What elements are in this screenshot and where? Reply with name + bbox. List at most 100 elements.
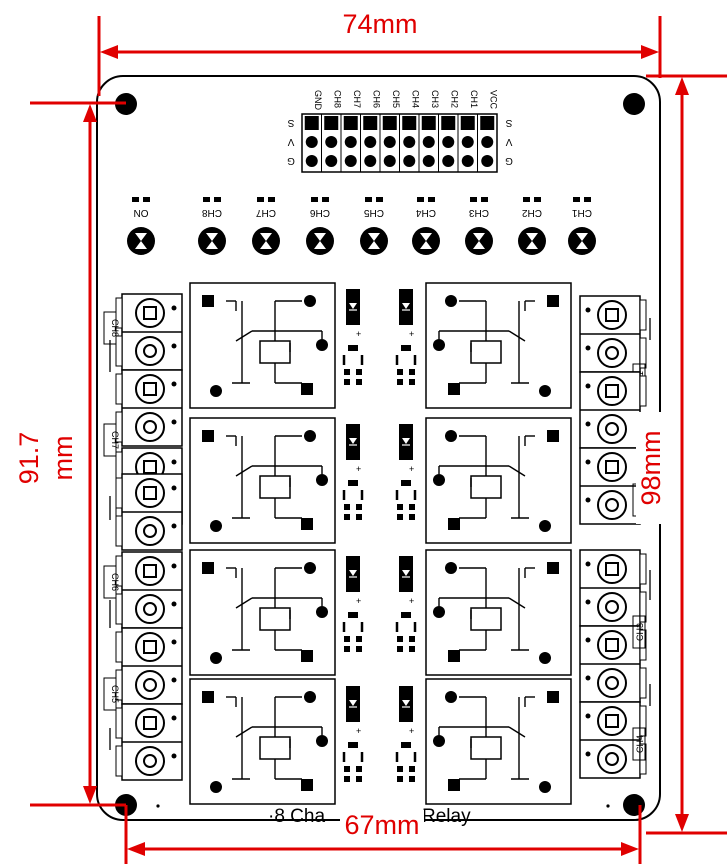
relay (425, 549, 572, 676)
dot-marker (606, 804, 610, 808)
dimension-left-unit: mm (48, 436, 78, 481)
terminal-block: CH3 (579, 615, 647, 703)
svg-text:+: + (409, 464, 414, 474)
header-pin-g (325, 155, 338, 167)
header-pin-label: CH8 (332, 90, 342, 108)
header-row-label-left-s: S (287, 117, 294, 128)
dimension-right-label-group: 98mm (636, 412, 666, 524)
led-label: CH5 (364, 207, 384, 218)
svg-text:+: + (356, 464, 361, 474)
driver-components: + + + + + + + + (342, 289, 417, 782)
mounting-hole-bottom-right (623, 794, 645, 816)
header-pin-label: VCC (488, 90, 498, 110)
header-pin-label: CH7 (352, 90, 362, 108)
header-row-label-left-g: G (287, 155, 295, 166)
header-pin-label: CH4 (410, 90, 420, 108)
dimension-bottom-label-group: 67mm (340, 810, 424, 840)
diode-transistor: + (342, 289, 364, 385)
header-pin-v (461, 136, 474, 148)
header-pin-label: CH6 (371, 90, 381, 108)
terminal-label: CH3 (635, 623, 645, 641)
header-pin-g (422, 155, 435, 167)
terminal-block: CH6 (103, 551, 183, 629)
header-pin-g (305, 155, 318, 167)
header-row-label-left-v: V (287, 136, 294, 147)
terminal-block: CH5 (103, 627, 183, 711)
dimension-top-label: 74mm (342, 9, 417, 39)
terminal-label: CH4 (635, 735, 645, 753)
header-pin-v (364, 136, 377, 148)
diode-transistor: + (342, 424, 364, 520)
relay (189, 549, 336, 676)
dimension-right-label: 98mm (636, 430, 666, 505)
header-pin-square (324, 116, 339, 130)
header-pin-square (304, 116, 319, 130)
dimension-left-value: 91.7 (14, 432, 44, 485)
terminal-block (115, 473, 183, 551)
header-pin-v (403, 136, 416, 148)
header-pin-g (481, 155, 494, 167)
svg-text:+: + (356, 726, 361, 736)
terminal-block (115, 703, 183, 781)
diode-transistor: + (342, 556, 364, 652)
header-pin-square (480, 116, 495, 130)
dimension-bottom-label: 67mm (344, 810, 419, 840)
header-pin-square (363, 116, 378, 130)
header-pin-square (421, 116, 436, 130)
dot-marker (156, 804, 160, 808)
board-title-prefix: ·8 Cha (268, 806, 325, 827)
led-label: CH2 (522, 207, 542, 218)
terminal-label: CH7 (110, 431, 120, 449)
terminal-block (579, 549, 647, 627)
led-label: CH7 (256, 207, 276, 218)
terminal-blocks: CH8CH7CH6CH5CH1CH2CH3CH4 (103, 293, 651, 781)
svg-text:+: + (356, 596, 361, 606)
svg-text:+: + (409, 596, 414, 606)
led-label: CH6 (310, 207, 330, 218)
header-pin-v (383, 136, 396, 148)
svg-text:+: + (356, 329, 361, 339)
mounting-hole-top-right (623, 93, 645, 115)
header-pin-label: CH5 (391, 90, 401, 108)
relay (189, 282, 336, 409)
relay (425, 678, 572, 805)
terminal-label: CH6 (110, 573, 120, 591)
header-pin-label: GND (313, 90, 323, 111)
header-pin-square (402, 116, 417, 130)
led-label: CH3 (469, 207, 489, 218)
terminal-label: CH5 (110, 685, 120, 703)
header-pin-square (343, 116, 358, 130)
header-pin-square (382, 116, 397, 130)
relay (425, 417, 572, 544)
relay (189, 417, 336, 544)
diode-transistor: + (342, 686, 364, 782)
terminal-label: CH8 (110, 319, 120, 337)
header-pin-label: CH2 (449, 90, 459, 108)
terminal-block: CH4 (579, 701, 647, 779)
relay-array (189, 282, 572, 805)
relay (425, 282, 572, 409)
led-label: CH8 (202, 207, 222, 218)
dimension-lines (30, 16, 727, 864)
led-label: CH1 (572, 207, 592, 218)
header-pin-square (460, 116, 475, 130)
header-pin-g (364, 155, 377, 167)
diode-transistor: + (395, 424, 417, 520)
header-pin-g (442, 155, 455, 167)
header-pin-g (383, 155, 396, 167)
diode-transistor: + (395, 556, 417, 652)
diode-transistor: + (395, 289, 417, 385)
header-pin-v (442, 136, 455, 148)
header-pin-v (344, 136, 357, 148)
board-title-suffix: Relay (422, 806, 471, 827)
header-pin-g (344, 155, 357, 167)
header-pin-g (403, 155, 416, 167)
relay (189, 678, 336, 805)
header-pin-label: CH3 (430, 90, 440, 108)
header-pin-v (305, 136, 318, 148)
svg-text:+: + (409, 726, 414, 736)
terminal-block (579, 371, 647, 449)
